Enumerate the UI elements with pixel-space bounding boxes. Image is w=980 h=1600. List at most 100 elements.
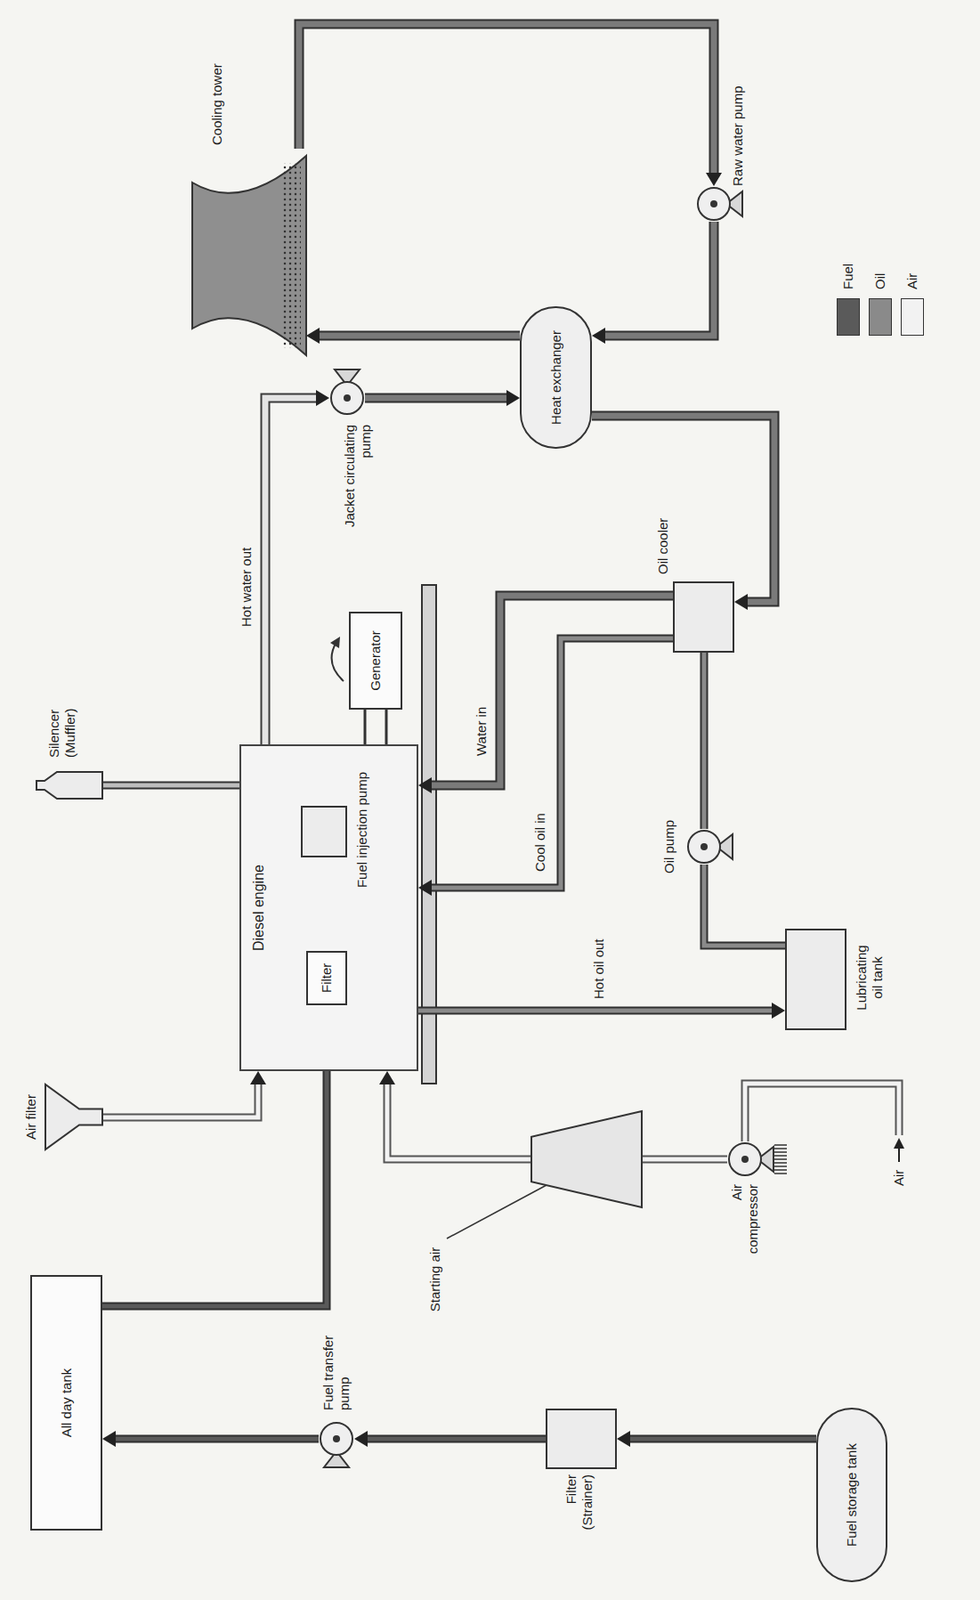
pipe-wall: [429, 638, 673, 888]
shape-outline: [530, 1109, 643, 1208]
silencer-outline: [36, 771, 103, 799]
node-label: Oil pump: [661, 801, 678, 891]
air-filter-outline: [45, 1084, 103, 1150]
pipe-core: [102, 783, 240, 788]
oil-cooler: Oil cooler: [672, 581, 735, 653]
arrow-head: [506, 389, 520, 406]
oil-pump: Oil pump: [686, 828, 722, 865]
cooling-tower: Cooling tower: [191, 148, 307, 363]
air-filter: Air filter: [44, 1083, 103, 1151]
free-label: Air: [890, 1166, 908, 1189]
node-label: Fuel injection pump: [354, 758, 371, 901]
pipe-core: [265, 397, 319, 745]
pipe-core: [113, 1436, 319, 1442]
pipe-connector: [704, 652, 705, 829]
pipe-core: [102, 1081, 259, 1118]
motor-fins: [774, 1144, 787, 1174]
shape-outline: [44, 1083, 103, 1151]
pipe-wall: [704, 864, 786, 946]
pipe-connector: [265, 389, 330, 745]
pipe-connector: [642, 1158, 728, 1160]
node-label: Fuel transfer pump: [320, 1320, 353, 1410]
pipe-core: [602, 221, 714, 336]
pipe-core: [429, 595, 673, 786]
pipe-connector: [354, 1430, 546, 1447]
pipe-core: [364, 395, 510, 402]
arrow-head: [379, 1070, 396, 1085]
generator-box: Generator: [348, 611, 403, 710]
node-label: Filter: [318, 963, 335, 993]
pipe-connector: [418, 1002, 786, 1019]
pipe-connector: [299, 24, 722, 187]
legend-row: Oil: [868, 263, 892, 336]
air-inlet-arrow: [898, 1147, 900, 1162]
node-label: Starting air: [427, 1225, 444, 1333]
pump-casing: [320, 1422, 353, 1455]
node-label: Heat exchanger: [548, 330, 565, 425]
pipe-connector: [306, 327, 520, 344]
shape-outline: [318, 1420, 355, 1457]
pipe-connector: [418, 638, 673, 896]
pipe-connector: [591, 221, 714, 344]
arrow-head: [705, 172, 722, 187]
silencer: Silencer (Muffler): [35, 762, 103, 808]
air-receiver-outline: [531, 1110, 642, 1207]
node-label: Oil cooler: [655, 494, 672, 575]
pipe-wall: [364, 1434, 546, 1443]
pump-hub: [700, 842, 708, 851]
node-label: Silencer (Muffler): [46, 677, 79, 758]
fuel-filter: Filter: [306, 950, 348, 1005]
arrow-head: [418, 879, 432, 896]
tower-shell: [192, 155, 307, 356]
leader-line: [446, 1184, 547, 1239]
pump-hub: [332, 1434, 341, 1442]
pipe-label: Hot water out: [238, 544, 255, 630]
node-label: Fuel storage tank: [843, 1442, 860, 1547]
pipe-wall: [102, 1081, 259, 1118]
arrow-head: [734, 593, 748, 610]
legend-swatch: [900, 298, 924, 336]
legend-text: Air: [904, 273, 921, 290]
pipe-connector: [102, 1070, 267, 1118]
pipe-core: [704, 864, 786, 946]
pipe-wall: [700, 652, 709, 829]
day-tank: All day tank: [30, 1274, 103, 1531]
pipe-label: Water in: [473, 704, 490, 759]
rotation-arrow-head: [330, 636, 341, 648]
arrow-head: [771, 1002, 786, 1019]
pump-casing: [331, 381, 364, 414]
arrow-head: [102, 1430, 116, 1447]
arrow-head: [354, 1430, 368, 1447]
pipe-core: [299, 24, 714, 176]
node-label: Jacket circulating pump: [341, 424, 374, 550]
arrow-head: [616, 1430, 631, 1447]
pump-casing: [688, 830, 721, 863]
legend-row: Air: [900, 263, 924, 336]
arrow-head: [591, 327, 606, 344]
node-label: Diesel engine: [250, 745, 268, 1070]
arrow-head: [315, 389, 330, 406]
pipe-core: [364, 1436, 546, 1442]
coupling-shaft: [364, 709, 387, 745]
shape-outline: [686, 828, 722, 865]
node-label: Air filter: [23, 1074, 40, 1159]
pipe-wall: [591, 415, 775, 602]
shape-outline: [35, 762, 103, 808]
tower-fill-packing: [283, 162, 301, 349]
pump-casing: [697, 187, 730, 220]
air-inlet-pipe-core: [745, 1083, 900, 1142]
rotation-arrow: [332, 641, 344, 681]
pipe-core: [627, 1436, 817, 1442]
shape-outline: [727, 1141, 763, 1177]
pipe-connector: [102, 1430, 319, 1447]
pipe-wall: [642, 1155, 728, 1164]
arrow-head: [418, 777, 432, 794]
node-label: Raw water pump: [729, 52, 746, 187]
pump-hub: [741, 1155, 749, 1163]
arrow-head: [250, 1070, 267, 1085]
pipe-connector: [616, 1430, 817, 1447]
node-label: Air compressor: [728, 1183, 762, 1273]
